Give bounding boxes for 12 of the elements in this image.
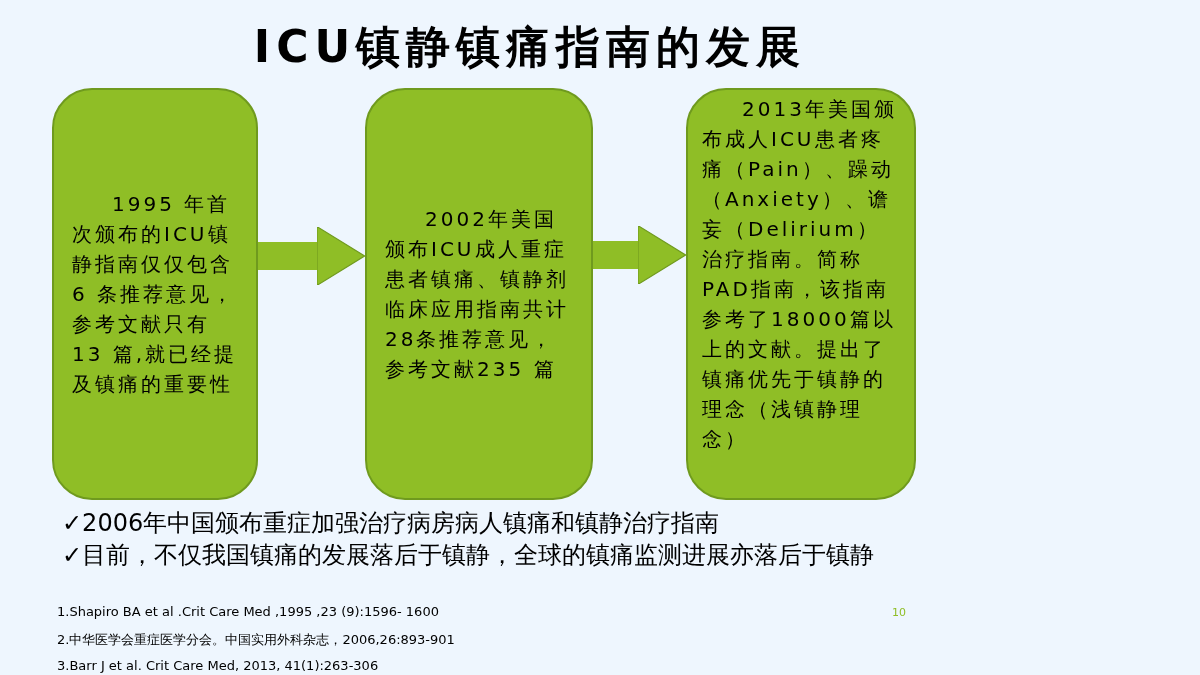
block-arrow bbox=[258, 226, 366, 286]
title: ICU镇静镇痛指南的发展 bbox=[252, 20, 808, 74]
block-arrow bbox=[593, 225, 687, 285]
process-box: 1995 年首次颁布的ICU镇静指南仅仅包含6 条推荐意见，参考文献只有13 篇,就已经提及镇痛的重要性 bbox=[52, 88, 258, 500]
bullet-text: ✓2006年中国颁布重症加强治疗病房病人镇痛和镇静治疗指南 bbox=[62, 508, 721, 539]
process-box: 2002年美国颁布ICU成人重症患者镇痛、镇静剂临床应用指南共计28条推荐意见，参考文献235 篇 bbox=[365, 88, 593, 500]
reference-text: 3.Barr J et al. Crit Care Med, 2013, 41(1):263-306 bbox=[57, 658, 379, 673]
bullet-text: ✓目前，不仅我国镇痛的发展落后于镇静，全球的镇痛监测进展亦落后于镇静 bbox=[62, 540, 876, 570]
process-box: 2013年美国颁布成人ICU患者疼痛（Pain）、躁动（Anxiety）、谵妄（Delirium）治疗指南。简称PAD指南，该指南参考了18000篇以上的文献。提出了镇痛优先于镇静的理念（浅镇静理念） bbox=[686, 88, 916, 500]
page-number: 10 bbox=[892, 606, 906, 619]
reference-text: 1.Shapiro BA et al .Crit Care Med ,1995 ,23 (9):1596- 1600 bbox=[57, 604, 439, 619]
reference-text: 2.中华医学会重症医学分会。中国实用外科杂志，2006,26:893-901 bbox=[57, 631, 455, 649]
